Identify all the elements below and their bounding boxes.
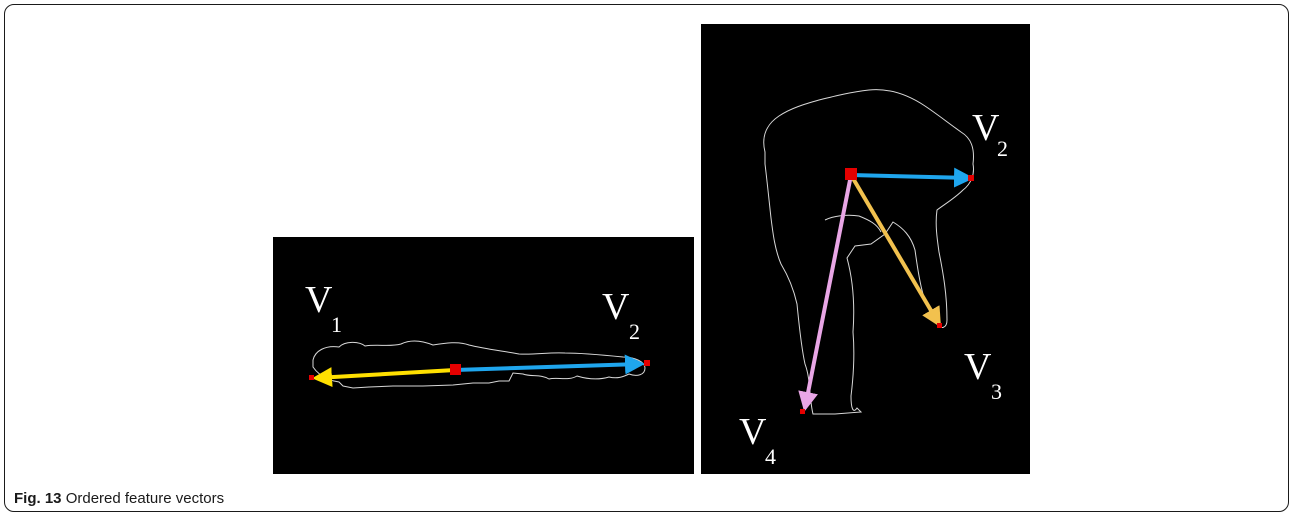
left-posture-panel: V 1 V 2 bbox=[273, 237, 694, 474]
figure-caption: Fig. 13 Ordered feature vectors bbox=[14, 490, 224, 507]
body-outline bbox=[763, 89, 974, 415]
vector-v2-arrow bbox=[850, 167, 974, 188]
v2-endpoint bbox=[968, 175, 974, 181]
svg-text:3: 3 bbox=[991, 379, 1002, 404]
vector-v2-arrow bbox=[454, 354, 645, 375]
right-posture-image: V 2 V 3 V 4 bbox=[739, 89, 1008, 469]
svg-text:V: V bbox=[964, 346, 992, 388]
svg-text:V: V bbox=[972, 107, 1000, 149]
label-v1: V 1 bbox=[305, 279, 342, 337]
svg-text:2: 2 bbox=[997, 136, 1008, 161]
caption-text: Ordered feature vectors bbox=[65, 490, 225, 507]
svg-text:V: V bbox=[739, 411, 767, 453]
v1-endpoint bbox=[309, 375, 314, 380]
svg-text:V: V bbox=[305, 279, 333, 321]
right-posture-panel: V 2 V 3 V 4 bbox=[701, 24, 1030, 474]
svg-text:4: 4 bbox=[765, 444, 776, 469]
label-v2: V 2 bbox=[972, 107, 1008, 161]
vector-v3-arrow bbox=[849, 173, 942, 328]
label-v2: V 2 bbox=[602, 286, 640, 344]
v4-endpoint bbox=[800, 409, 805, 414]
svg-text:2: 2 bbox=[629, 319, 640, 344]
svg-text:1: 1 bbox=[331, 312, 342, 337]
inner-contour bbox=[824, 214, 882, 233]
center-marker bbox=[845, 168, 857, 180]
caption-label: Fig. 13 bbox=[14, 490, 62, 507]
vector-v4-arrow bbox=[798, 174, 853, 412]
label-v4: V 4 bbox=[739, 411, 776, 469]
label-v3: V 3 bbox=[964, 346, 1002, 404]
left-posture-image: V 1 V 2 bbox=[305, 279, 650, 389]
center-marker bbox=[450, 364, 461, 375]
v2-endpoint bbox=[644, 360, 650, 366]
v3-endpoint bbox=[937, 323, 942, 328]
vector-v1-arrow bbox=[312, 367, 456, 388]
svg-text:V: V bbox=[602, 286, 630, 328]
